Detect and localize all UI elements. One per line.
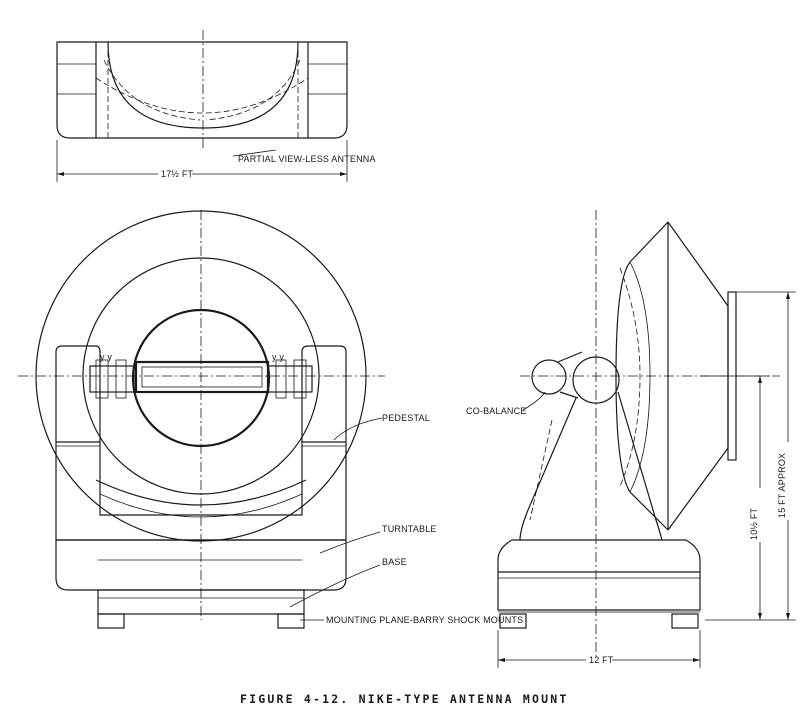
- side-view: CO-BALANCE 10½ FT 15 FT APPROX 12 FT: [466, 210, 796, 668]
- width-side-label: 12 FT: [589, 655, 614, 665]
- turntable-label: TURNTABLE: [382, 524, 437, 534]
- height-total-label: 15 FT APPROX: [777, 453, 787, 518]
- svg-text:y y: y y: [100, 352, 112, 362]
- partial-view: PARTIAL VIEW-LESS ANTENNA 17½ FT: [56, 30, 376, 182]
- width-top-label: 17½ FT: [161, 169, 194, 179]
- figure-caption: FIGURE 4-12. NIKE-TYPE ANTENNA MOUNT: [240, 692, 568, 706]
- mounting-plane-label: MOUNTING PLANE-BARRY SHOCK MOUNTS: [326, 615, 523, 625]
- svg-text:y y: y y: [272, 352, 284, 362]
- pedestal-label: PEDESTAL: [382, 413, 430, 423]
- partial-view-label: PARTIAL VIEW-LESS ANTENNA: [238, 154, 376, 164]
- height-partial-label: 10½ FT: [749, 507, 759, 540]
- base-label: BASE: [382, 557, 407, 567]
- front-view: y y y y PEDESTAL TURNTABLE BASE MOUNTING…: [18, 210, 523, 629]
- co-balance-label: CO-BALANCE: [466, 406, 527, 416]
